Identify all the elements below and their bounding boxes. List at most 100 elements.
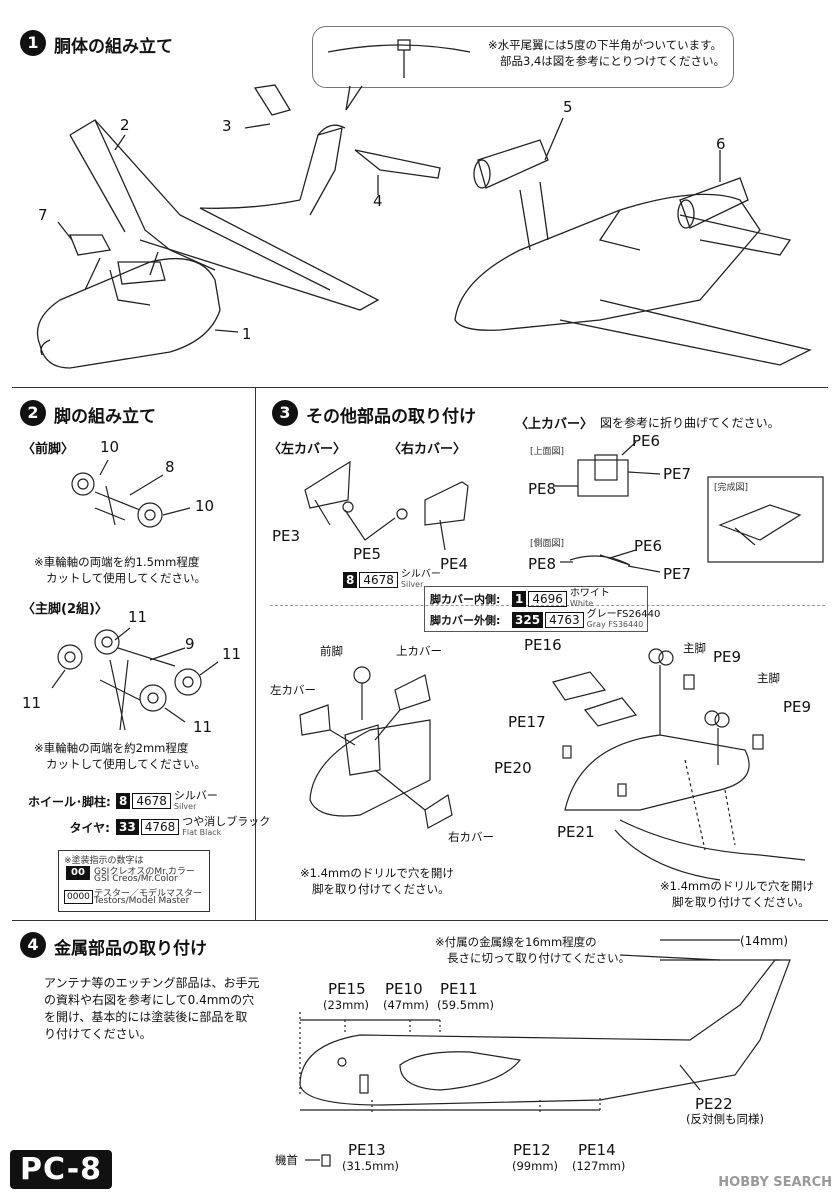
tail-dimension: (14mm) (740, 934, 789, 948)
left-cover-label-b: 左カバー (270, 683, 316, 697)
pe10-dim: (47mm) (383, 998, 430, 1012)
color-name: つや消しブラック (182, 815, 271, 828)
paint-label: 脚カバー外側: (430, 614, 501, 627)
pe8b-label: PE8 (528, 555, 557, 573)
callout-note-1: ※水平尾翼には5度の下半角がついています。 (488, 38, 722, 52)
front-note-1: ※車輪軸の両端を約1.5mm程度 (34, 555, 200, 569)
color-code: 8 (116, 793, 131, 809)
pe6b-label: PE6 (634, 537, 663, 555)
pe13-label: PE13 (348, 1141, 386, 1159)
part-label-1: 1 (242, 325, 252, 343)
color-name-en: Gray FS36440 (586, 620, 644, 629)
front-part-10a: 10 (100, 438, 120, 456)
front-part-10b: 10 (195, 497, 215, 515)
legend-code-testors: 0000 (64, 890, 93, 904)
color-name: シルバー (173, 789, 218, 802)
paint-inner: 脚カバー内側: 1 4696 ホワイト White (430, 589, 610, 609)
pe15-label: PE15 (328, 980, 366, 998)
top-view-label: [上面図] (530, 447, 565, 457)
pe13-dim: (31.5mm) (342, 1159, 399, 1173)
legend-row1-text-1: GSIクレオスのMr.カラー (94, 867, 195, 877)
divider-row2 (12, 920, 828, 921)
color-name: グレーFS26440 (586, 609, 661, 620)
pe9b-label: PE9 (783, 698, 812, 716)
drill-note-left-2: 脚を取り付けてください。 (312, 882, 450, 896)
callout-note-2: 部品3,4は図を参考にとりつけてください。 (500, 54, 726, 68)
main-gear-label-b: 主脚 (757, 671, 780, 685)
pe11-dim: (59.5mm) (437, 998, 494, 1012)
color-number: 4678 (359, 572, 398, 588)
pe17-label: PE17 (508, 713, 546, 731)
paint-row-wheel: ホイール･脚柱: 8 4678 シルバー Silver (28, 790, 218, 812)
front-note-2: カットして使用してください。 (46, 571, 206, 585)
antenna-intro-3: を開け、基本的には塗装後に部品を取 (44, 1010, 248, 1024)
step-3-title: その他部品の取り付け (306, 407, 476, 427)
color-number: 4763 (545, 612, 584, 628)
legend-row2-text-2: Testors/Model Master (94, 896, 190, 906)
part-label-4: 4 (373, 192, 383, 210)
main-part-9: 9 (185, 635, 195, 653)
divider-row1 (12, 387, 828, 388)
front-gear-label: 〈前脚〉 (22, 442, 75, 457)
left-cover-label: 〈左カバー〉 (268, 442, 347, 457)
step-1-title: 胴体の組み立て (54, 37, 173, 57)
step-4-title: 金属部品の取り付け (54, 939, 207, 959)
step-1-badge: 1 (20, 30, 46, 56)
upper-cover-note: 図を参考に折り曲げてください。 (600, 416, 780, 430)
antenna-intro-1: アンテナ等のエッチング部品は、お手元 (44, 976, 260, 990)
pe21-label: PE21 (557, 823, 595, 841)
main-part-11d: 11 (193, 718, 213, 736)
antenna-intro-2: の資料や右図を参考にして0.4mmの穴 (44, 993, 255, 1007)
gear-cover-paint-box (424, 586, 648, 632)
drill-note-right-1: ※1.4mmのドリルで穴を開け (660, 879, 814, 893)
pe10-label: PE10 (385, 980, 423, 998)
watermark: HOBBY SEARCH (718, 1175, 832, 1190)
color-name-en: Flat Black (182, 828, 222, 837)
pe9a-label: PE9 (713, 648, 742, 666)
part-label-6: 6 (716, 135, 726, 153)
tail-callout (312, 26, 734, 88)
step-4-badge: 4 (20, 932, 46, 958)
pe16-label: PE16 (524, 636, 562, 654)
color-name-en: White (569, 599, 594, 608)
drill-note-right-2: 脚を取り付けてください。 (672, 895, 810, 909)
main-note-1: ※車輪軸の両端を約2mm程度 (34, 741, 189, 755)
pe3-label: PE3 (272, 527, 301, 545)
part-label-5: 5 (563, 98, 573, 116)
main-part-11c: 11 (22, 694, 42, 712)
pe15-dim: (23mm) (323, 998, 370, 1012)
color-code: 8 (343, 572, 358, 588)
color-number: 4696 (528, 591, 567, 607)
legend-row1-text-2: GSI Creos/Mr.Color (94, 874, 178, 884)
color-name-en: Silver (173, 802, 197, 811)
color-name: ホワイト (569, 588, 610, 599)
color-number: 4678 (132, 793, 171, 809)
right-cover-label-b: 右カバー (448, 830, 494, 844)
pe6a-label: PE6 (632, 432, 661, 450)
pe7a-label: PE7 (663, 465, 692, 483)
side-view-label: [側面図] (530, 539, 565, 549)
pe22-note: (反対側も同様) (686, 1112, 764, 1126)
paint-outer: 脚カバー外側: 325 4763 グレーFS26440 Gray FS36440 (430, 610, 660, 630)
paint-row-tire: タイヤ: 33 4768 つや消しブラック Flat Black (28, 815, 271, 838)
main-part-11a: 11 (128, 608, 148, 626)
pe4-label: PE4 (440, 555, 469, 573)
pe11-label: PE11 (440, 980, 478, 998)
upper-cover-title: 〈上カバー〉 (515, 417, 594, 432)
pe5-label: PE5 (353, 545, 382, 563)
main-gear-label-a: 主脚 (683, 641, 706, 655)
color-code: 325 (512, 612, 544, 628)
paint-label: タイヤ: (69, 820, 110, 835)
divider-vertical (255, 387, 256, 920)
pe22-label: PE22 (695, 1095, 733, 1113)
color-name: シルバー (400, 569, 441, 580)
step-2-badge: 2 (20, 400, 46, 426)
legend-title: ※塗装指示の数字は (64, 856, 144, 866)
legend-code-mr-color: 00 (66, 866, 90, 880)
upper-cover-label: 上カバー (396, 644, 442, 658)
color-code: 33 (116, 819, 139, 835)
pe12-label: PE12 (513, 1141, 551, 1159)
color-number: 4768 (140, 819, 180, 835)
antenna-intro-4: り付けてください。 (44, 1027, 152, 1041)
